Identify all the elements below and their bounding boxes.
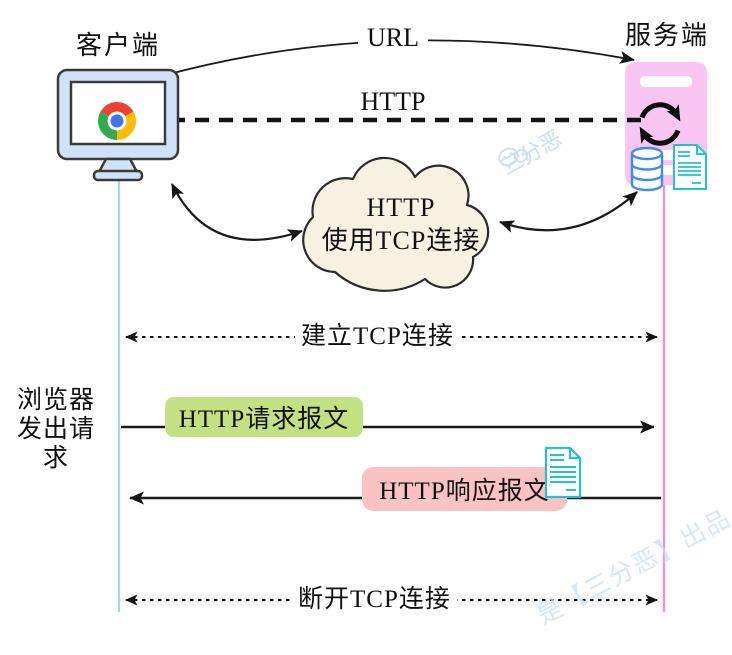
server-cloud-connector [499, 191, 638, 233]
watermark-center: 三分恶 [494, 121, 567, 182]
http-request-label: HTTP请求报文 [165, 397, 363, 437]
database-icon [630, 146, 664, 192]
url-label: URL [358, 22, 428, 54]
cloud-text-line2: 使用TCP连接 [321, 226, 481, 255]
browser-note-line2: 发出请求 [16, 416, 95, 472]
sync-icon [639, 102, 681, 146]
client-label: 客户端 [75, 31, 160, 60]
client-monitor-icon [56, 68, 180, 182]
client-cloud-connector [171, 183, 303, 242]
cloud-text-line1: HTTP [366, 193, 436, 222]
chrome-icon [98, 102, 136, 140]
cloud-text: HTTP 使用TCP连接 [312, 191, 490, 257]
http-response-label: HTTP响应报文 [362, 467, 567, 511]
wechat-icon [498, 147, 530, 169]
document-icon [673, 144, 707, 190]
server-label: 服务端 [624, 21, 709, 50]
http-label: HTTP [360, 87, 426, 116]
browser-request-note: 浏览器 发出请求 [5, 386, 107, 473]
establish-tcp-label: 建立TCP连接 [295, 322, 460, 352]
response-document-icon [544, 446, 582, 499]
browser-note-line1: 浏览器 [16, 387, 95, 414]
cloud-shape [302, 156, 490, 292]
close-tcp-label: 断开TCP连接 [292, 585, 457, 615]
